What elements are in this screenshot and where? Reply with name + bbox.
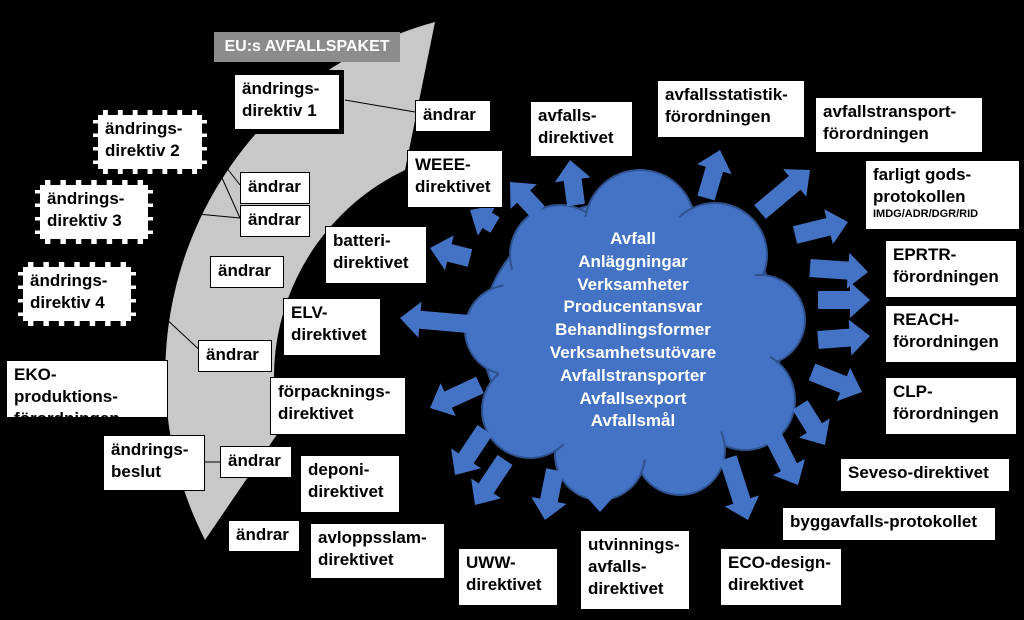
arrow bbox=[792, 209, 848, 245]
amendment-directive-4: ändrings- direktiv 4 bbox=[18, 262, 136, 326]
cloud-line: Avfall bbox=[610, 229, 656, 248]
dangerous-goods-label: farligt gods- protokollen bbox=[873, 165, 972, 206]
arrow bbox=[818, 282, 870, 318]
andrar-label: ändrar bbox=[210, 256, 284, 288]
cloud bbox=[464, 169, 806, 501]
arrow bbox=[470, 204, 500, 236]
arrow bbox=[430, 376, 484, 416]
cloud-line: Producentansvar bbox=[563, 297, 703, 317]
arrow bbox=[754, 169, 810, 219]
reach-regulation: REACH- förordningen bbox=[885, 305, 1017, 363]
arrow bbox=[554, 160, 591, 207]
arrow bbox=[808, 363, 862, 402]
waste-shipment-regulation: avfallstransport- förordningen bbox=[815, 97, 983, 153]
arrows bbox=[400, 150, 870, 520]
arrow bbox=[451, 425, 493, 475]
dangerous-goods-subtitle: IMDG/ADR/DGR/RID bbox=[873, 208, 979, 220]
cloud-line: Verksamheter bbox=[577, 274, 689, 294]
construction-waste-protocol: byggavfalls-protokollet bbox=[782, 507, 996, 541]
andrar-label: ändrar bbox=[198, 340, 272, 372]
eko-production-regulation: EKO-produktions- förordningen bbox=[6, 360, 168, 428]
arrow bbox=[510, 182, 545, 219]
package-title: EU:s AVFALLSPAKET bbox=[214, 32, 400, 62]
waste-statistics-regulation: avfallsstatistik- förordningen bbox=[657, 80, 805, 138]
connector-ad4 bbox=[134, 289, 206, 356]
andrar-label: ändrar bbox=[240, 205, 310, 237]
arrow bbox=[697, 150, 732, 201]
arrow bbox=[471, 455, 513, 505]
battery-directive: batteri- direktivet bbox=[325, 226, 427, 284]
andrar-label: ändrar bbox=[415, 100, 491, 132]
arrow bbox=[792, 400, 830, 445]
connector-ad2-a bbox=[204, 139, 241, 186]
arrow bbox=[817, 319, 870, 356]
arrow bbox=[719, 455, 759, 520]
amendment-directive-3: ändrings- direktiv 3 bbox=[35, 180, 153, 244]
cloud-line: Avfallstransporter bbox=[560, 365, 706, 385]
cloud-line: Behandlingsformer bbox=[555, 320, 711, 340]
amendment-directive-1: ändrings- direktiv 1 bbox=[230, 70, 344, 134]
arrow bbox=[582, 475, 618, 512]
uww-directive: UWW- direktivet bbox=[458, 548, 558, 606]
seveso-directive: Seveso-direktivet bbox=[840, 458, 1010, 492]
waste-framework-directive: avfalls- direktivet bbox=[530, 101, 633, 157]
amendment-directive-2: ändrings- direktiv 2 bbox=[93, 110, 207, 174]
andrar-label: ändrar bbox=[220, 446, 292, 478]
connector-ad3 bbox=[154, 209, 241, 219]
arrow bbox=[400, 301, 481, 338]
arrow bbox=[809, 252, 868, 289]
weee-directive: WEEE- direktivet bbox=[407, 150, 503, 208]
arrow bbox=[762, 425, 805, 485]
arrow bbox=[430, 235, 473, 271]
clp-regulation: CLP- förordningen bbox=[885, 377, 1017, 435]
connector-ad1 bbox=[344, 99, 416, 113]
connector-lines bbox=[134, 99, 416, 463]
eprtr-regulation: EPRTR- förordningen bbox=[885, 240, 1017, 298]
extractive-waste-directive: utvinnings- avfalls- direktivet bbox=[580, 530, 690, 610]
cloud-line: Anläggningar bbox=[578, 251, 688, 271]
sewage-sludge-directive: avloppsslam- direktivet bbox=[310, 523, 445, 579]
landfill-directive: deponi- direktivet bbox=[300, 455, 400, 513]
packaging-directive: förpacknings- direktivet bbox=[270, 377, 406, 435]
ecodesign-directive: ECO-design- direktivet bbox=[720, 548, 842, 606]
amendment-decision: ändrings- beslut bbox=[103, 435, 205, 491]
andrar-label: ändrar bbox=[228, 520, 300, 552]
elv-directive: ELV- direktivet bbox=[283, 298, 381, 356]
waste-package-arc bbox=[165, 22, 435, 540]
connector-ad2-b bbox=[204, 139, 241, 219]
andrar-label: ändrar bbox=[240, 172, 310, 204]
arrow bbox=[531, 468, 567, 520]
cloud-line: Verksamhetsutövare bbox=[549, 342, 717, 362]
cloud-line: Avfallsmål bbox=[590, 411, 676, 431]
cloud-line: Avfallsexport bbox=[579, 388, 687, 408]
